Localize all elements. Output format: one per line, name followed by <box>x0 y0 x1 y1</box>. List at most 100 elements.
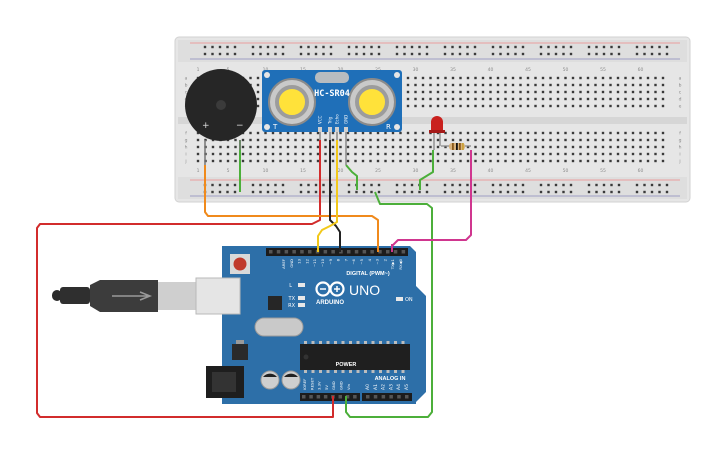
breadboard-hole <box>541 145 545 149</box>
breadboard-hole <box>436 152 440 156</box>
rail-hole <box>610 190 613 194</box>
digital-pin-label: 12 <box>304 258 309 263</box>
breadboard-hole <box>609 131 612 135</box>
usb-cable-end <box>52 290 62 301</box>
breadboard-hole <box>279 152 282 156</box>
breadboard-hole <box>631 138 635 142</box>
breadboard-hole <box>586 145 590 149</box>
rail-hole <box>395 45 399 49</box>
breadboard-hole <box>481 145 485 149</box>
breadboard-hole <box>496 90 500 94</box>
rail-hole <box>355 52 358 56</box>
rail-hole <box>466 183 469 187</box>
breadboard-hole <box>489 131 492 135</box>
breadboard-hole <box>586 90 590 94</box>
regulator-tab <box>236 340 244 344</box>
rail-hole <box>539 183 543 187</box>
breadboard-hole <box>429 104 432 108</box>
breadboard-hole <box>601 131 605 135</box>
breadboard-hole <box>594 97 597 101</box>
power-pin-label: GND <box>339 381 344 390</box>
breadboard-hole <box>459 90 462 94</box>
breadboard-hole <box>346 152 350 156</box>
breadboard-hole <box>316 152 320 156</box>
rail-hole <box>274 183 277 187</box>
breadboard-hole <box>586 138 590 142</box>
breadboard-hole <box>474 97 477 101</box>
breadboard-hole <box>556 76 560 80</box>
breadboard-hole <box>481 90 485 94</box>
tx-led-label: TX <box>288 296 296 302</box>
on-led-label: ON <box>405 297 413 303</box>
power-header-hole <box>302 395 306 399</box>
rail-hole <box>665 183 669 187</box>
breadboard-hole <box>504 90 507 94</box>
rail-hole <box>377 45 381 49</box>
rail-hole <box>307 183 310 187</box>
rail-hole <box>211 183 214 187</box>
buzzer-plus-label: + <box>202 121 210 131</box>
breadboard-hole <box>429 159 432 163</box>
breadboard-hole <box>481 138 485 142</box>
rail-hole <box>491 190 495 194</box>
rail-hole <box>610 183 613 187</box>
breadboard-hole <box>451 104 455 108</box>
breadboard-hole <box>646 104 650 108</box>
breadboard-hole <box>324 138 327 142</box>
digital-header-hole <box>284 250 289 254</box>
breadboard-hole <box>196 159 200 163</box>
sensor-pin <box>344 127 348 132</box>
breadboard-hole <box>264 138 267 142</box>
rail-hole <box>650 52 654 56</box>
breadboard-hole <box>549 145 552 149</box>
breadboard-hole <box>556 90 560 94</box>
breadboard-hole <box>256 83 260 87</box>
breadboard-hole <box>601 76 605 80</box>
chip-leg <box>386 341 390 344</box>
breadboard-hole <box>391 131 395 135</box>
rail-hole <box>562 45 565 49</box>
breadboard-hole <box>511 104 515 108</box>
breadboard-hole <box>256 90 260 94</box>
sensor-mount-hole <box>264 72 270 78</box>
breadboard-hole <box>436 97 440 101</box>
rail-hole <box>569 45 573 49</box>
rail-hole <box>473 45 477 49</box>
breadboard-hole <box>264 152 267 156</box>
breadboard-hole <box>339 131 342 135</box>
rail-hole <box>458 190 462 194</box>
breadboard-hole <box>519 76 522 80</box>
sensor-crystal <box>315 72 349 83</box>
rail-hole <box>451 45 454 49</box>
breadboard-hole <box>526 97 530 101</box>
breadboard-hole <box>346 145 350 149</box>
wire-yellow-trig <box>317 140 338 250</box>
wire-green-echo <box>345 164 358 190</box>
breadboard-hole <box>376 131 380 135</box>
sensor-pin <box>335 127 339 132</box>
breadboard-hole <box>211 159 215 163</box>
breadboard-hole <box>511 76 515 80</box>
power-pin-header <box>300 393 360 401</box>
breadboard-hole <box>541 76 545 80</box>
breadboard-hole <box>556 83 560 87</box>
digital-pin-label: 4 <box>367 258 372 261</box>
breadboard-hole <box>534 76 537 80</box>
led-rim <box>429 130 445 133</box>
breadboard-hole <box>286 131 290 135</box>
breadboard-hole <box>429 145 432 149</box>
rail-hole <box>650 190 654 194</box>
breadboard-hole <box>654 76 657 80</box>
rail-hole <box>418 45 421 49</box>
buzzer-minus-label: − <box>236 121 244 131</box>
breadboard-hole <box>616 131 620 135</box>
breadboard-hole <box>309 131 312 135</box>
breadboard-hole <box>256 104 260 108</box>
breadboard-hole <box>549 76 552 80</box>
breadboard-hole <box>639 97 642 101</box>
breadboard-hole <box>489 76 492 80</box>
breadboard-hole <box>526 76 530 80</box>
breadboard-hole <box>564 97 567 101</box>
rail-hole <box>233 45 237 49</box>
rail-hole <box>491 183 495 187</box>
